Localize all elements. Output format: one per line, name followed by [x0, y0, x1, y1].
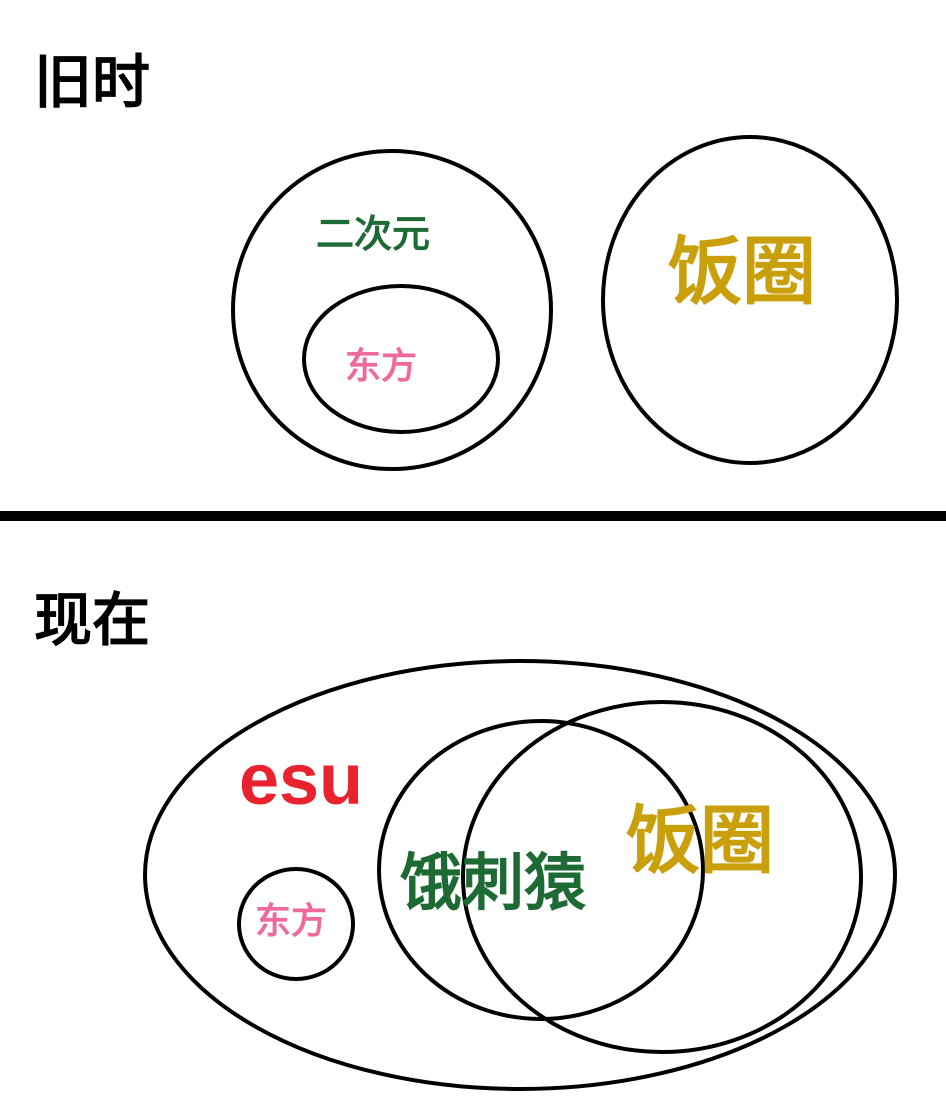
section-divider [0, 511, 946, 521]
circle-erciyuan [231, 149, 553, 471]
circle-fanquan-now [461, 700, 863, 1054]
label-ecuyuan: 饿刺猿 [400, 846, 587, 919]
label-fanquan-now: 饭圈 [626, 798, 774, 884]
label-fanquan-before: 饭圈 [668, 229, 816, 315]
circle-ecuyuan [377, 719, 705, 1021]
circle-dongfang-inner [302, 284, 500, 434]
ellipse-esu [143, 659, 897, 1091]
label-esu: esu [239, 740, 363, 820]
circle-dongfang-now [237, 867, 355, 981]
label-erciyuan: 二次元 [316, 212, 430, 256]
heading-before: 旧时 [34, 48, 150, 116]
label-dongfang-now: 东方 [255, 901, 327, 942]
label-dongfang-before: 东方 [345, 346, 417, 387]
heading-now: 现在 [34, 586, 150, 654]
circle-fanquan [601, 135, 899, 465]
